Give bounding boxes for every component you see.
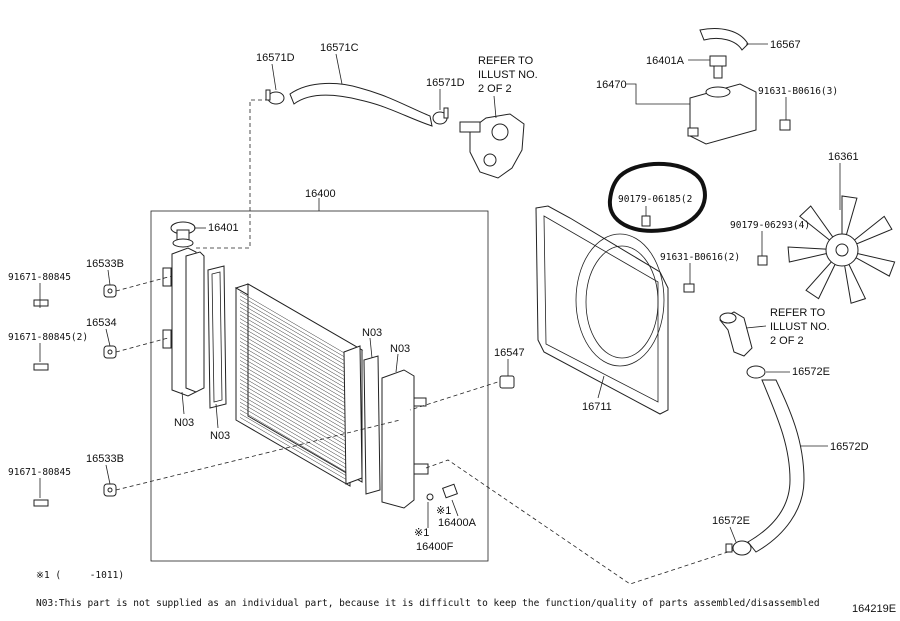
bushing-16533B-b bbox=[103, 483, 117, 497]
gasket-n03-left bbox=[207, 265, 227, 409]
part-label-n03-4: N03 bbox=[390, 343, 410, 355]
diagram-id: 164219E bbox=[852, 603, 896, 615]
bolt-91671-a bbox=[33, 298, 49, 308]
drain-cock-icon bbox=[426, 483, 458, 501]
bushing-16533B-a bbox=[103, 284, 117, 298]
refer-note-1-line2: ILLUST NO. bbox=[478, 69, 538, 81]
part-label-16400: 16400 bbox=[305, 188, 336, 200]
part-label-90179-06293: 90179-06293(4) bbox=[730, 220, 810, 231]
gasket-n03-right-2 bbox=[363, 355, 381, 495]
radiator-left-tank bbox=[162, 247, 205, 397]
part-label-16401: 16401 bbox=[208, 222, 239, 234]
part-label-16567: 16567 bbox=[770, 39, 801, 51]
water-outlet-housing bbox=[459, 113, 525, 179]
part-label-91631-3: 91631-B0616(3) bbox=[758, 86, 838, 97]
part-label-16361: 16361 bbox=[828, 151, 859, 163]
hose-clamp-16571D-b bbox=[432, 107, 449, 125]
hose-clamp-16571D-a bbox=[265, 89, 285, 105]
radiator-assembly-frame bbox=[150, 210, 489, 562]
cooling-fan-16361 bbox=[787, 195, 896, 304]
fan-shroud-16711 bbox=[535, 205, 669, 415]
refer-note-1-line1: REFER TO bbox=[478, 55, 534, 67]
bolt-90179-06185 bbox=[641, 215, 651, 227]
lower-hose-16572D bbox=[747, 379, 805, 553]
part-label-16400F: 16400F bbox=[416, 541, 454, 553]
mark-1-a: ※1 bbox=[436, 505, 451, 517]
part-label-16571D-a: 16571D bbox=[256, 52, 295, 64]
hose-clamp-16572E-a bbox=[746, 365, 766, 379]
part-label-16547: 16547 bbox=[494, 347, 525, 359]
nut-90179-06293 bbox=[757, 255, 768, 266]
refer-note-2-line3: 2 OF 2 bbox=[770, 335, 804, 347]
refer-note-1-line3: 2 OF 2 bbox=[478, 83, 512, 95]
highlight-circle bbox=[607, 161, 707, 233]
bolt-91631-3 bbox=[779, 119, 791, 131]
part-label-91671-c: 91671-80845 bbox=[8, 467, 71, 478]
reservoir-tank-16470 bbox=[687, 83, 757, 145]
radiator-right-tank bbox=[381, 369, 429, 509]
part-label-n03-3: N03 bbox=[362, 327, 382, 339]
bolt-91631-2 bbox=[683, 283, 695, 293]
part-label-16571C: 16571C bbox=[320, 42, 359, 54]
part-label-16572E-a: 16572E bbox=[792, 366, 830, 378]
part-label-16534: 16534 bbox=[86, 317, 117, 329]
part-label-16572E-b: 16572E bbox=[712, 515, 750, 527]
overflow-hose-16567 bbox=[699, 28, 749, 51]
refer-note-2-line2: ILLUST NO. bbox=[770, 321, 830, 333]
part-label-16400A: 16400A bbox=[438, 517, 477, 529]
part-label-91631-2: 91631-B0616(2) bbox=[660, 252, 740, 263]
part-label-91671-a: 91671-80845 bbox=[8, 272, 71, 283]
part-label-90179-06185: 90179-06185(2 bbox=[618, 194, 692, 205]
part-label-16401A: 16401A bbox=[646, 55, 685, 67]
part-label-16711: 16711 bbox=[582, 401, 612, 413]
radiator-cap-icon bbox=[170, 221, 196, 248]
bolt-91671-b bbox=[33, 363, 49, 371]
hose-clamp-16572E-b bbox=[725, 540, 752, 556]
part-label-16571D-b: 16571D bbox=[426, 77, 465, 89]
bolt-91671-c bbox=[33, 499, 49, 507]
part-label-16533B-a: 16533B bbox=[86, 258, 124, 270]
mark-1-b: ※1 bbox=[414, 527, 429, 539]
refer-note-2-line1: REFER TO bbox=[770, 307, 826, 319]
bushing-16534 bbox=[103, 345, 117, 359]
part-label-n03-1: N03 bbox=[174, 417, 194, 429]
gasket-n03-right-1 bbox=[343, 345, 363, 485]
upper-hose-16571C bbox=[289, 82, 433, 127]
drain-plug-16547 bbox=[499, 375, 515, 389]
radiator-core bbox=[234, 283, 364, 487]
water-inlet-fitting bbox=[719, 311, 753, 357]
reservoir-cap-16401A bbox=[709, 55, 727, 79]
footnote-n03: N03:This part is not supplied as an indi… bbox=[36, 598, 820, 609]
part-label-n03-2: N03 bbox=[210, 430, 230, 442]
part-label-16572D: 16572D bbox=[830, 441, 869, 453]
part-label-16533B-b: 16533B bbox=[86, 453, 124, 465]
footnote-mark: ※1 ( -1011) bbox=[36, 570, 124, 581]
part-label-16470: 16470 bbox=[596, 79, 627, 91]
part-label-91671-b: 91671-80845(2) bbox=[8, 332, 88, 343]
